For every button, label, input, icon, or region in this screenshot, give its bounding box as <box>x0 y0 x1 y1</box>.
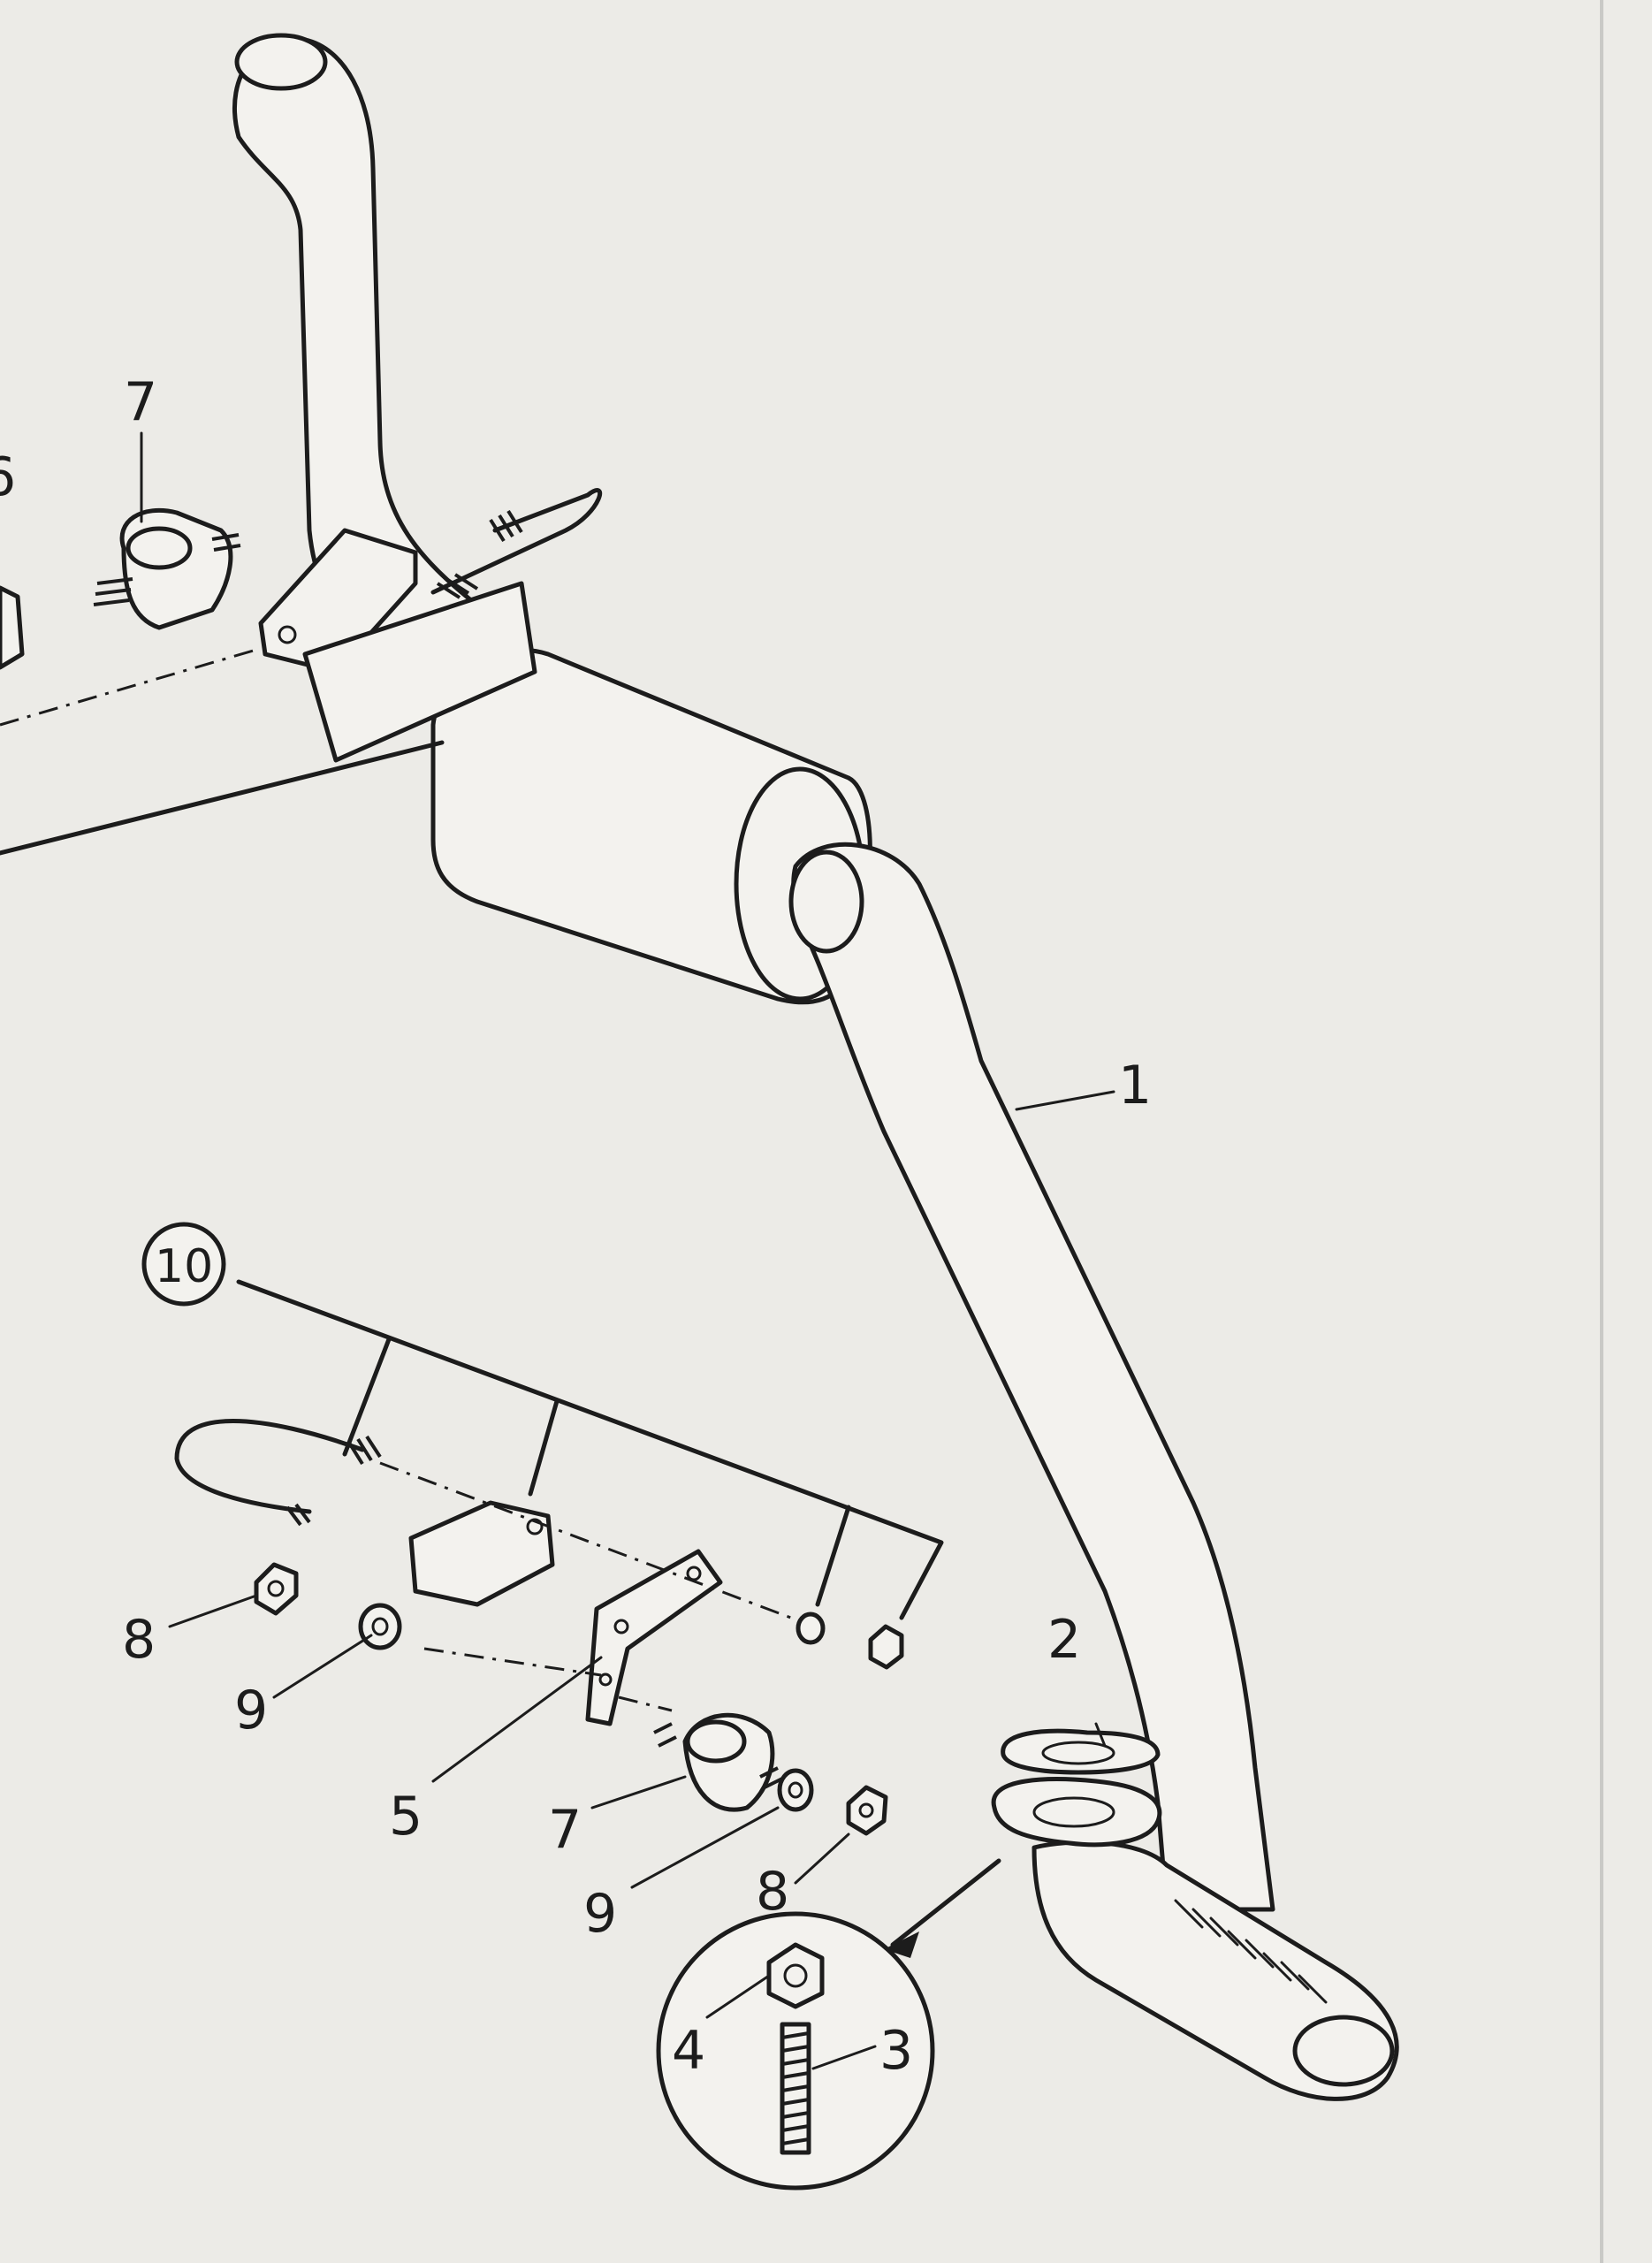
callout-9-left: 9 <box>234 1680 268 1741</box>
detail-inset <box>656 1858 1001 2191</box>
callout-6-partial: 6 <box>0 446 16 508</box>
partial-nut-left <box>0 585 25 670</box>
lower-rubber-mount <box>653 1712 783 1812</box>
washers-and-nuts <box>254 1562 904 1836</box>
mounting-plate <box>585 1549 723 1726</box>
callout-3: 3 <box>879 2020 913 2082</box>
upper-frame-line <box>0 740 445 856</box>
intermediate-pipe <box>788 842 1275 1912</box>
upper-mount-bracket <box>258 528 537 763</box>
flange-gaskets <box>991 1728 1162 1848</box>
upper-u-bolt <box>430 488 603 599</box>
callout-10-circle <box>141 1222 226 1307</box>
lower-clamp-block <box>408 1500 555 1607</box>
lower-u-bolt <box>174 1419 382 1527</box>
lower-dash-lines <box>379 1461 796 1712</box>
callout-9-bottom: 9 <box>583 1883 617 1945</box>
callout-5: 5 <box>389 1786 423 1848</box>
upper-rubber-mount <box>93 507 241 630</box>
callout-8-left: 8 <box>122 1609 156 1671</box>
callout-7-top: 7 <box>124 371 157 433</box>
callout-7-bottom: 7 <box>548 1799 582 1861</box>
callout-1: 1 <box>1118 1055 1152 1116</box>
callout-8-right: 8 <box>756 1861 789 1923</box>
rear-silencer <box>430 648 872 1005</box>
group-10-bracket <box>236 1279 944 1620</box>
upper-dash-line <box>0 648 257 727</box>
leader-lines <box>140 431 1115 2070</box>
callout-4: 4 <box>672 2020 705 2082</box>
callout-10: 10 <box>155 1240 213 1293</box>
tail-pipe <box>232 33 498 710</box>
callout-2: 2 <box>1047 1609 1081 1671</box>
pipe-outlet <box>1032 1840 1399 2101</box>
